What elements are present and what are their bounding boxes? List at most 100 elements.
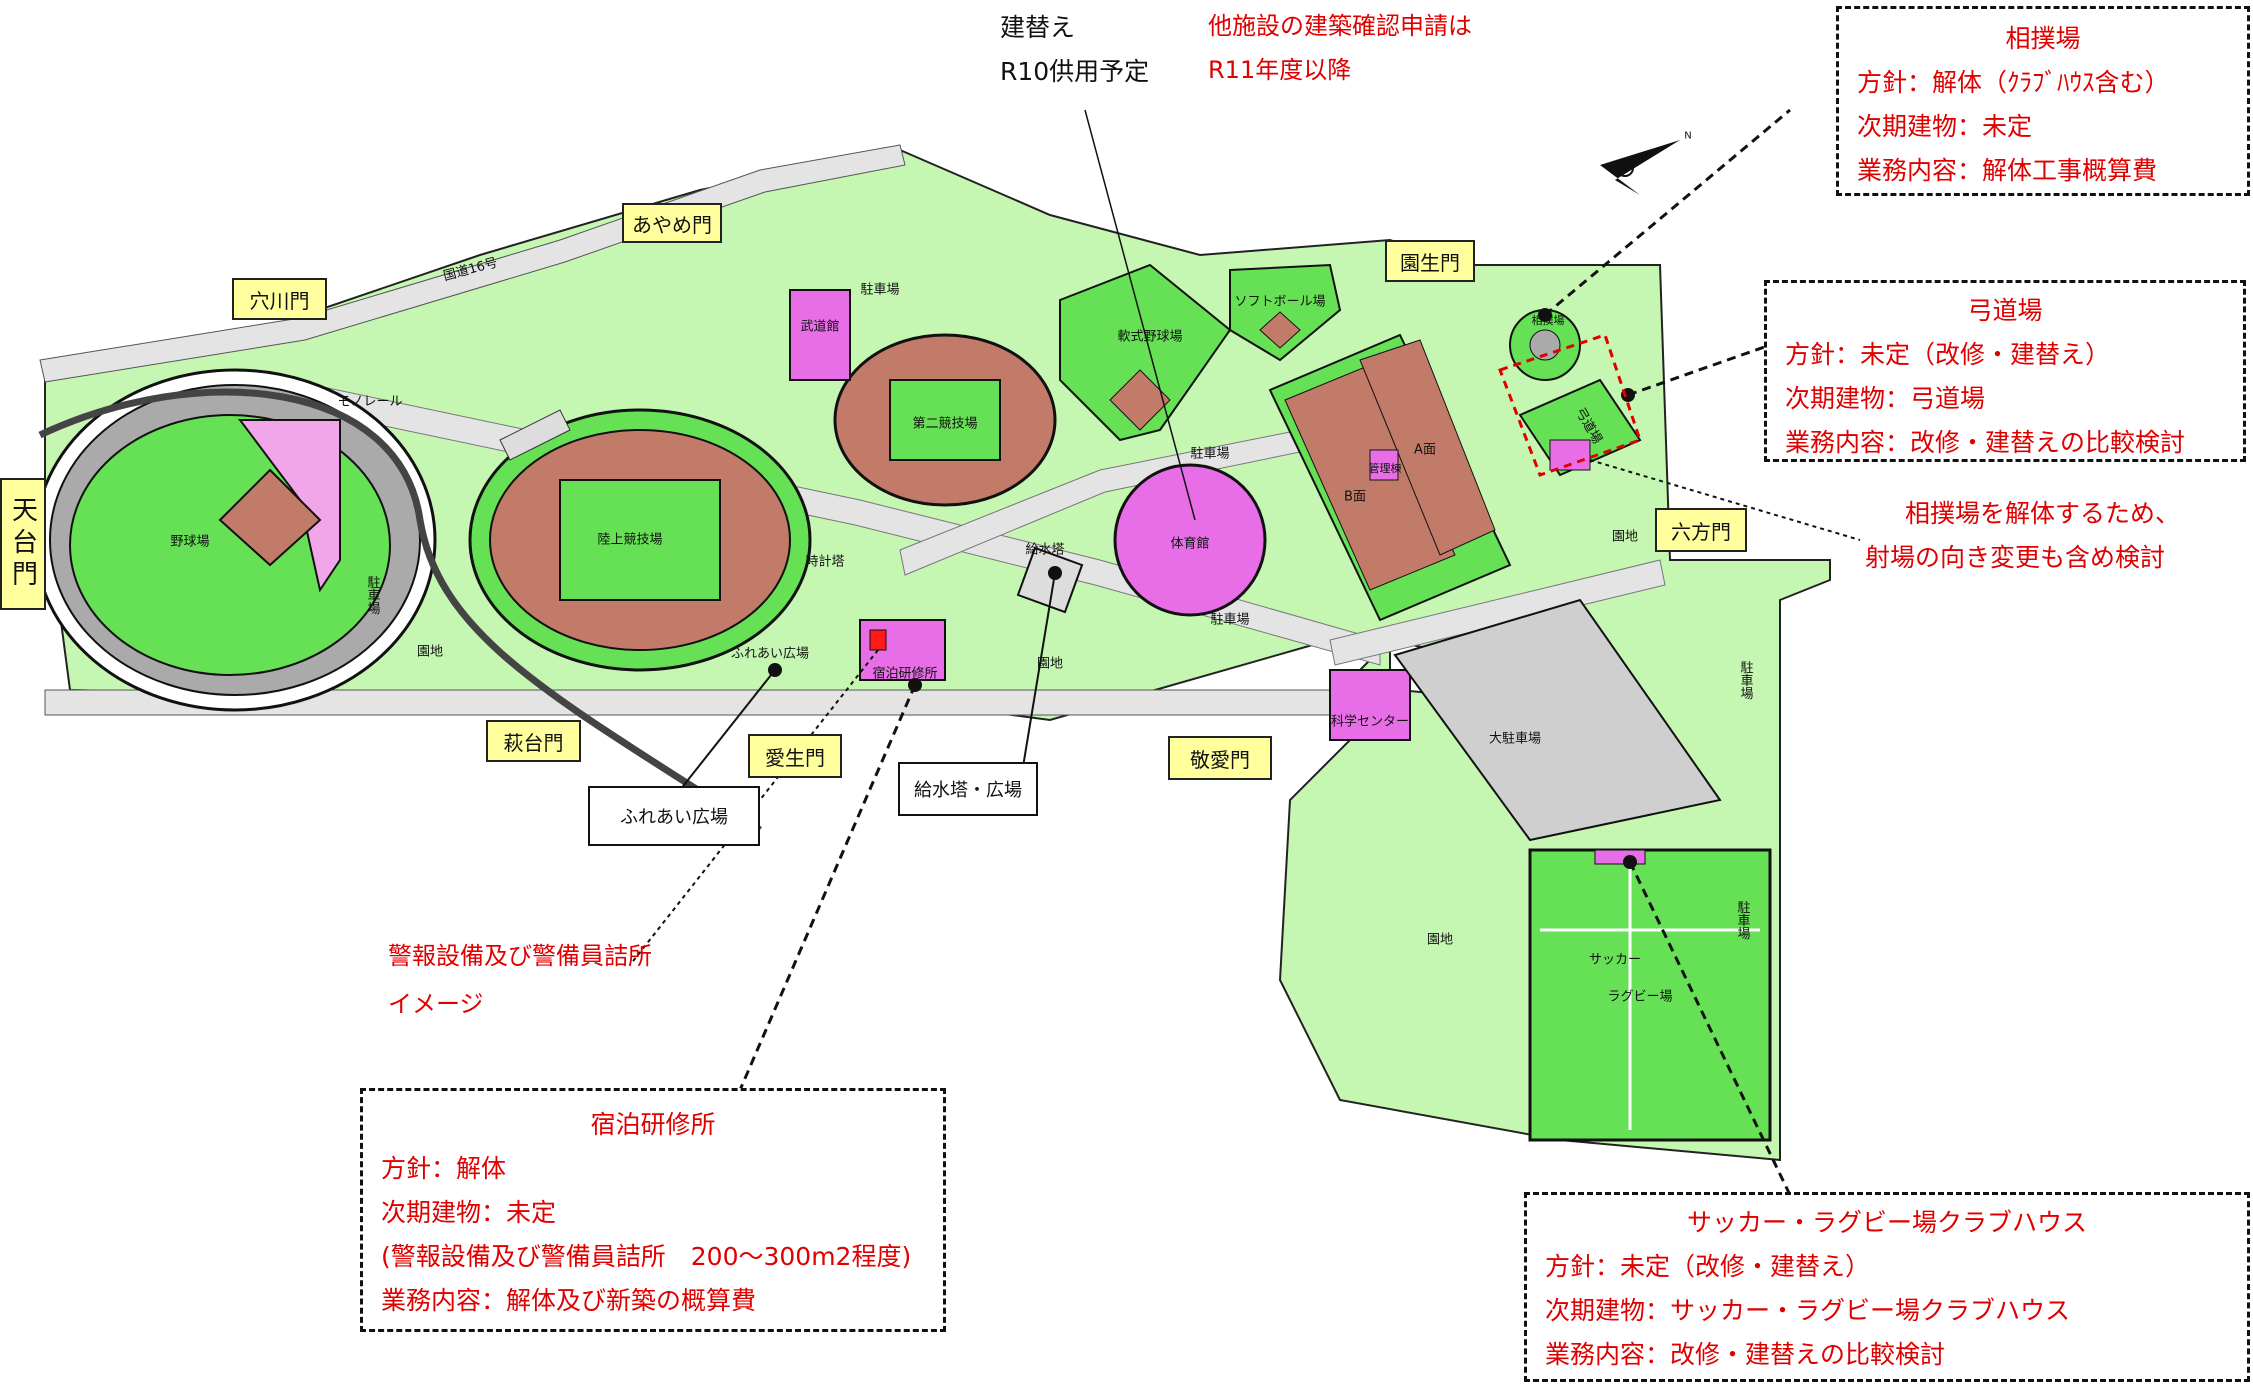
sumo-work: 業務内容：解体工事概算費 bbox=[1857, 156, 2158, 185]
lodging-label: 宿泊研修所 bbox=[872, 666, 938, 682]
softball-diamond bbox=[1259, 311, 1301, 349]
gym-parking-label-2: 駐車場 bbox=[1210, 612, 1250, 628]
baseball-stand bbox=[238, 419, 341, 593]
north-label: N bbox=[1684, 130, 1692, 142]
soft-baseball-field bbox=[1059, 263, 1232, 442]
sumo-info-box: 相撲場 方針：解体（ｸﾗﾌﾞﾊｳｽ含む） 次期建物：未定 業務内容：解体工事概算… bbox=[1836, 6, 2250, 196]
inner-road-3 bbox=[1329, 559, 1666, 666]
budokan-parking-label: 駐車場 bbox=[860, 282, 900, 298]
soccer-parking-label: 駐車場 bbox=[1734, 900, 1750, 940]
range-note-line1: 相撲場を解体するため、 bbox=[1905, 499, 2181, 528]
sumo-next: 次期建物：未定 bbox=[1857, 112, 2033, 141]
gate-ayame: あやめ門 bbox=[622, 203, 722, 243]
gate-keiai: 敬愛門 bbox=[1168, 736, 1272, 780]
second-field-inner bbox=[889, 379, 1001, 461]
lodging-title: 宿泊研修所 bbox=[590, 1110, 716, 1139]
lodging-work: 業務内容：解体及び新築の概算費 bbox=[381, 1286, 757, 1315]
baseball-label: 野球場 bbox=[170, 534, 210, 550]
water-tower-base bbox=[1016, 546, 1084, 614]
tennis-house-label: 管理棟 bbox=[1368, 462, 1402, 475]
baseball-diamond bbox=[218, 468, 322, 567]
alarm-note-line2: イメージ bbox=[388, 990, 484, 1018]
baseball-field bbox=[69, 414, 391, 676]
sumo-policy: 方針：解体（ｸﾗﾌﾞﾊｳｽ含む） bbox=[1857, 68, 2170, 97]
kyudo-work: 業務内容：改修・建替えの比較検討 bbox=[1785, 428, 2186, 457]
rebuild-note-line1: 建替え bbox=[1000, 13, 1076, 42]
garden-label-center: 園地 bbox=[1036, 656, 1064, 672]
monorail-line bbox=[38, 388, 762, 833]
water-tower-callout: 給水塔・広場 bbox=[898, 762, 1038, 816]
tennis-courts-a bbox=[1359, 339, 1496, 556]
big-parking-lot bbox=[1393, 598, 1722, 842]
kyudo-next: 次期建物：弓道場 bbox=[1785, 384, 1986, 413]
soccer-next: 次期建物：サッカー・ラグビー場クラブハウス bbox=[1545, 1296, 2071, 1325]
soccer-title: サッカー・ラグビー場クラブハウス bbox=[1686, 1208, 2087, 1237]
rebuild-note-line2: R10供用予定 bbox=[1000, 57, 1150, 86]
rebuild-note: 建替え R10供用予定 bbox=[1000, 6, 1149, 94]
clock-label: 時計塔 bbox=[805, 554, 845, 570]
gate-roppou: 六方門 bbox=[1655, 508, 1747, 552]
soccer-label: サッカー bbox=[1588, 952, 1642, 968]
baseball-parking-label: 駐車場 bbox=[364, 575, 380, 615]
soft-baseball-diamond bbox=[1109, 369, 1171, 431]
gate-hagidai: 萩台門 bbox=[486, 720, 581, 762]
gate-tendai: 天台門 bbox=[0, 478, 46, 610]
range-note: 相撲場を解体するため、 射場の向き変更も含め検討 bbox=[1850, 492, 2180, 580]
gym-label: 体育館 bbox=[1170, 536, 1210, 552]
kyudo-info-box: 弓道場 方針：未定（改修・建替え） 次期建物：弓道場 業務内容：改修・建替えの比… bbox=[1764, 280, 2246, 462]
lodging-info-box: 宿泊研修所 方針：解体 次期建物：未定 (警報設備及び警備員詰所 200～300… bbox=[360, 1088, 946, 1332]
lodging-policy: 方針：解体 bbox=[381, 1154, 507, 1183]
alarm-booth bbox=[869, 629, 887, 651]
softball-field bbox=[1229, 263, 1342, 362]
garden-label-east: 園地 bbox=[1611, 529, 1639, 545]
clubhouse bbox=[1594, 849, 1646, 865]
big-parking-label: 大駐車場 bbox=[1488, 731, 1542, 747]
sumo-ring-inner bbox=[1529, 329, 1561, 361]
soft-baseball-label: 軟式野球場 bbox=[1117, 329, 1183, 345]
soccer-work: 業務内容：改修・建替えの比較検討 bbox=[1545, 1340, 1946, 1369]
water-tower-label: 給水塔 bbox=[1025, 542, 1065, 558]
sumo-title: 相撲場 bbox=[2005, 24, 2081, 53]
other-permit-note-line1: 他施設の建築確認申請は bbox=[1208, 12, 1472, 40]
lodging-next: 次期建物：未定 bbox=[381, 1198, 557, 1227]
science-building bbox=[1329, 669, 1411, 741]
gym-building bbox=[1113, 463, 1267, 617]
kyudo-title: 弓道場 bbox=[1967, 296, 2043, 325]
gate-sonou: 園生門 bbox=[1385, 240, 1475, 282]
science-label: 科学センター bbox=[1330, 714, 1410, 730]
east-parking-label: 駐車場 bbox=[1737, 660, 1753, 700]
compass-icon bbox=[1600, 140, 1680, 195]
tennis-house bbox=[1369, 449, 1399, 481]
range-note-line2: 射場の向き変更も含め検討 bbox=[1865, 543, 2166, 572]
soccer-info-box: サッカー・ラグビー場クラブハウス 方針：未定（改修・建替え） 次期建物：サッカー… bbox=[1524, 1192, 2250, 1382]
kyudo-policy: 方針：未定（改修・建替え） bbox=[1785, 340, 2111, 369]
lodging-detail: (警報設備及び警備員詰所 200～300m2程度) bbox=[381, 1242, 912, 1271]
gate-anagawa: 穴川門 bbox=[232, 278, 327, 320]
athletics-stand bbox=[499, 409, 571, 461]
tennis-a-label: A面 bbox=[1414, 442, 1436, 458]
monorail-label: モノレール bbox=[337, 394, 403, 410]
soccer-field bbox=[1528, 848, 1772, 1142]
athletics-field bbox=[559, 479, 721, 601]
budokan-building bbox=[789, 289, 851, 381]
alarm-note-line1: 警報設備及び警備員詰所 bbox=[388, 942, 652, 970]
tennis-b-label: B面 bbox=[1344, 489, 1366, 505]
sumo-mini-label: 相撲場 bbox=[1531, 314, 1565, 327]
fureai-callout: ふれあい広場 bbox=[588, 786, 760, 846]
athletics-label: 陸上競技場 bbox=[597, 532, 663, 548]
soccer-policy: 方針：未定（改修・建替え） bbox=[1545, 1252, 1871, 1281]
gate-aio: 愛生門 bbox=[748, 734, 842, 778]
budokan-label: 武道館 bbox=[800, 319, 840, 335]
softball-label: ソフトボール場 bbox=[1234, 294, 1326, 310]
other-permit-note-line2: R11年度以降 bbox=[1208, 56, 1352, 84]
other-permit-note: 他施設の建築確認申請は R11年度以降 bbox=[1208, 4, 1472, 92]
sumo-kyudo-highlight bbox=[1498, 333, 1642, 477]
gym-parking-label: 駐車場 bbox=[1190, 446, 1230, 462]
second-field-label: 第二競技場 bbox=[912, 416, 978, 432]
fureai-plaza-label: ふれあい広場 bbox=[730, 646, 810, 662]
rugby-label: ラグビー場 bbox=[1607, 989, 1673, 1005]
alarm-note: 警報設備及び警備員詰所 イメージ bbox=[388, 932, 652, 1028]
garden-label-west: 園地 bbox=[416, 644, 444, 660]
garden-label-south: 園地 bbox=[1426, 932, 1454, 948]
